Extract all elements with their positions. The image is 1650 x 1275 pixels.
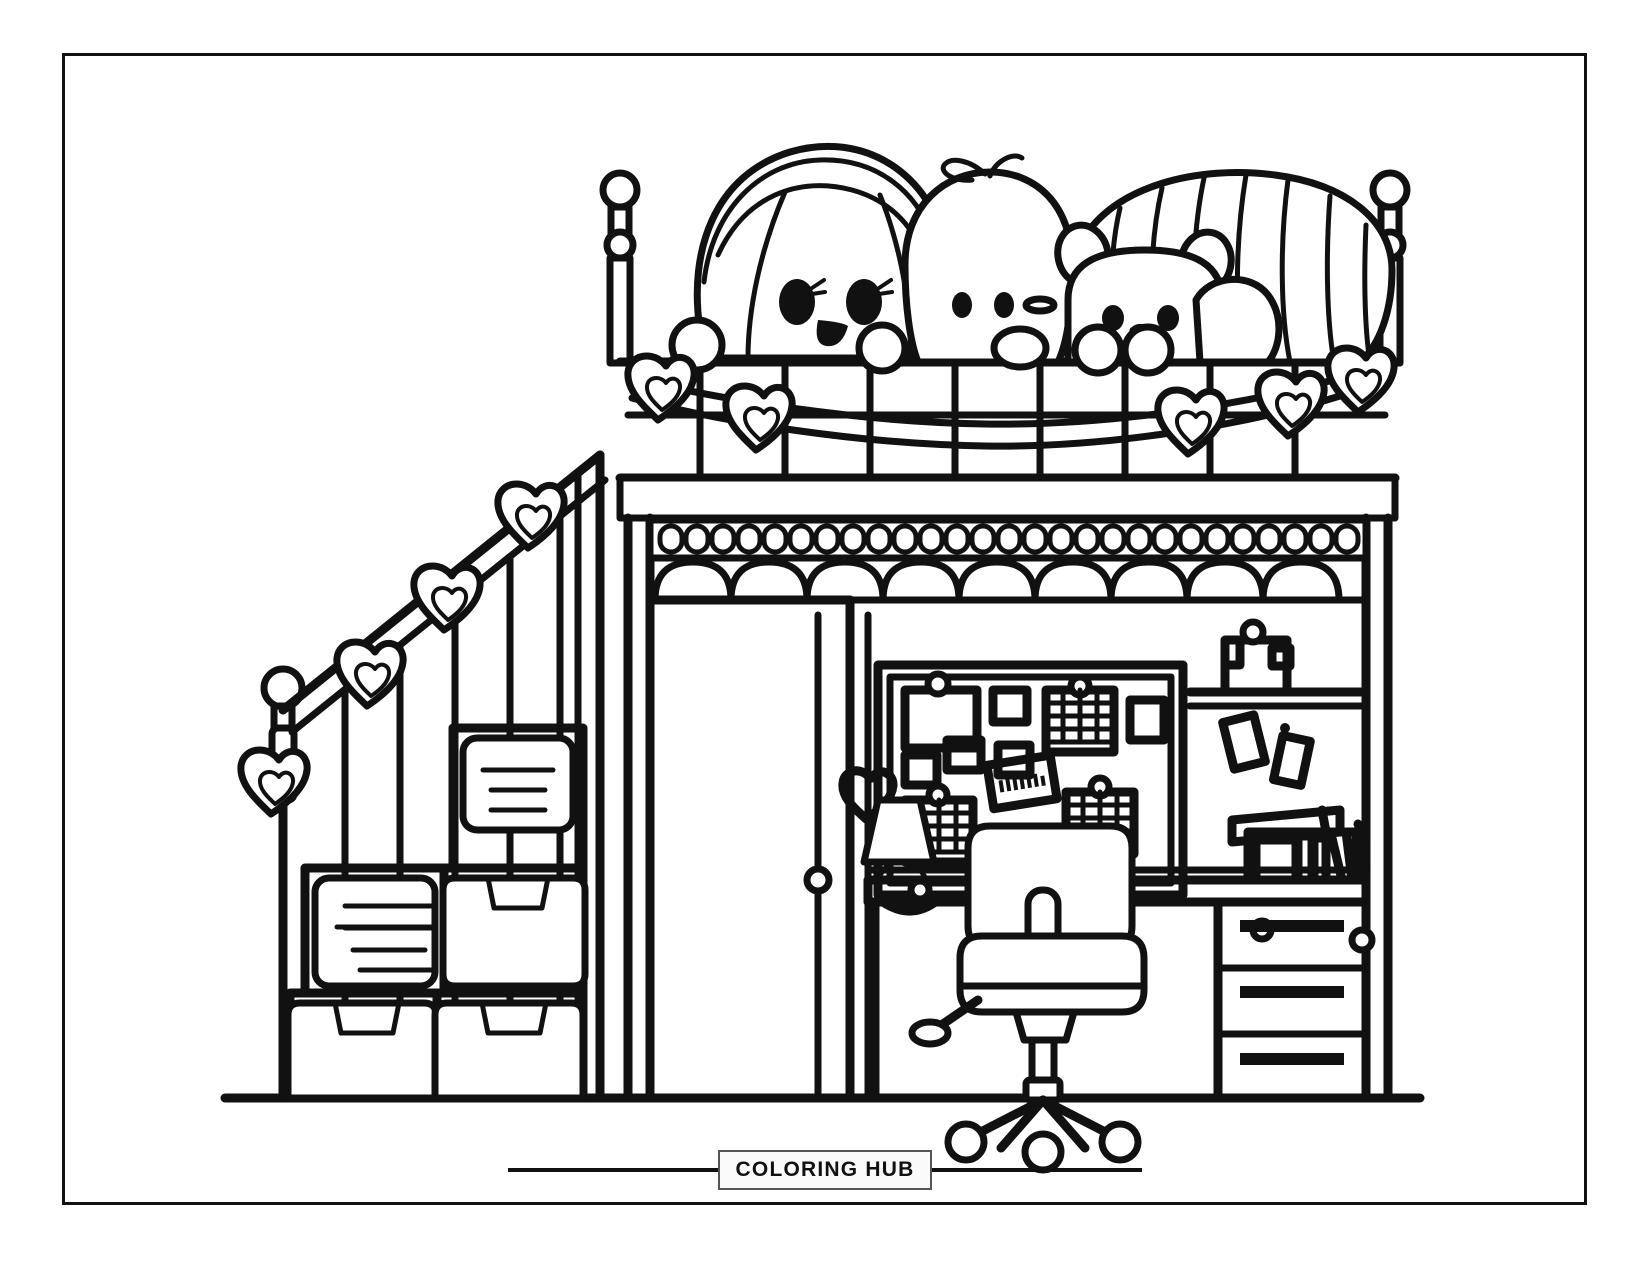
garland-heart [1254,368,1328,440]
scallop-valance [651,558,1368,604]
garland-heart [1154,386,1228,458]
heart-garland-bed [624,344,1398,458]
storage-drawers [284,734,589,1102]
garland-heart [722,382,796,454]
watermark-line-right [932,1168,1143,1172]
watermark-line-left [507,1168,718,1172]
watermark: COLORING HUB [0,1140,1650,1200]
heart-garland-stairs [237,480,568,818]
pom-pom-trim [646,514,1370,562]
staircase [260,450,609,1103]
page-border [62,53,1587,1205]
wardrobe [645,595,872,1103]
garland-heart [410,562,484,634]
tilted-note [982,750,1062,814]
bed-post-left [599,169,641,367]
desk-lamp [860,796,943,916]
blob-plush [901,153,1076,371]
garland-heart [624,352,698,424]
calendar [1041,673,1119,757]
watermark-box: COLORING HUB [717,1150,933,1190]
garland-heart [333,638,407,710]
garland-heart [237,746,311,818]
garland-heart [494,480,568,552]
garland-heart [1324,344,1398,416]
drawer-unit [1213,897,1376,1103]
bear-plush [1054,221,1283,377]
watermark-text: COLORING HUB [735,1158,915,1181]
desk-chair [908,822,1148,1174]
heart-doodle [838,766,898,824]
wall-shelf [1185,618,1371,790]
pencil-cup [1227,805,1369,885]
